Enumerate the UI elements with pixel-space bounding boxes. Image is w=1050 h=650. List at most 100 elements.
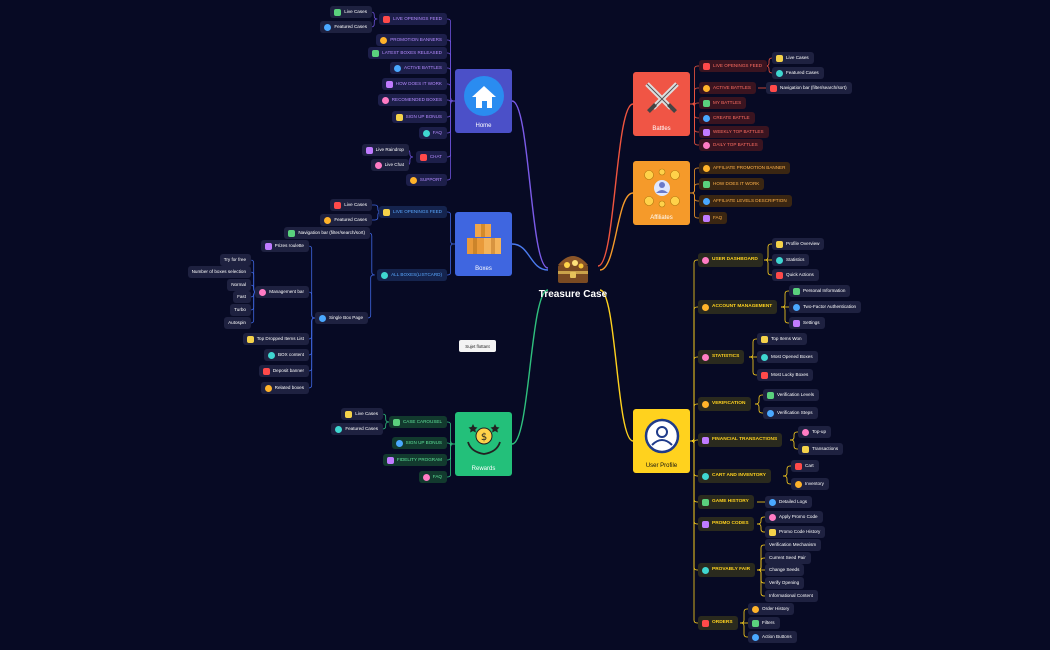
boxes-all-boxes[interactable]: ALL BOXES(LISTCARD) bbox=[377, 269, 447, 281]
boxes-prizes-roulette[interactable]: Prizes roulette bbox=[260, 240, 309, 252]
affiliates-levels-description[interactable]: AFFILIATE LEVELS DESCRIPTION bbox=[699, 195, 792, 207]
profile-financial-transactions[interactable]: FINANCIAL TRANSACTIONS bbox=[698, 433, 783, 447]
boxes-management-option[interactable]: Autospin bbox=[224, 317, 251, 329]
home-faq[interactable]: FAQ bbox=[418, 127, 447, 139]
profile-user-dashboard-item[interactable]: Profile Overview bbox=[772, 238, 825, 250]
battles-active-battles[interactable]: ACTIVE BATTLES bbox=[699, 82, 756, 94]
profile-financial-transactions-item[interactable]: Transactions bbox=[798, 443, 844, 455]
item-icon bbox=[381, 96, 389, 104]
home-promotion-banners[interactable]: PROMOTION BANNERS bbox=[376, 34, 447, 46]
home-recomended-boxes[interactable]: RECOMENDED BOXES bbox=[377, 94, 447, 106]
home-live-chat[interactable]: Live Chat bbox=[370, 159, 409, 171]
affiliates-how-does-it-work[interactable]: HOW DOES IT WORK bbox=[699, 178, 765, 190]
boxes-top-dropped-items[interactable]: Top Dropped Items List bbox=[242, 333, 309, 345]
profile-provably-fair-item[interactable]: Change Seeds bbox=[765, 564, 805, 576]
boxes-related-boxes[interactable]: Related boxes bbox=[260, 382, 309, 394]
profile-account-management[interactable]: ACCOUNT MANAGEMENT bbox=[698, 300, 778, 314]
profile-user-dashboard-item[interactable]: Quick Actions bbox=[772, 269, 819, 281]
hub-rewards[interactable]: $Rewards bbox=[455, 412, 512, 476]
home-how-does-it-work[interactable]: HOW DOES IT WORK bbox=[381, 78, 447, 90]
battles-my-battles[interactable]: MY BATTLES bbox=[699, 97, 747, 109]
home-live-openings-feed[interactable]: LIVE OPENINGS FEED bbox=[378, 13, 447, 25]
rewards-featured-cases[interactable]: Featured Cases bbox=[331, 423, 383, 435]
rewards-case-carousel[interactable]: CASE CAROUSEL bbox=[388, 416, 447, 428]
battles-weekly-top[interactable]: WEEKLY TOP BATTLES bbox=[699, 126, 769, 138]
profile-cart-and-inventory-item[interactable]: Cart bbox=[791, 460, 819, 472]
battles-featured-cases[interactable]: Featured Cases bbox=[772, 67, 824, 79]
boxes-live-openings-feed[interactable]: LIVE OPENINGS FEED bbox=[378, 206, 447, 218]
profile-cart-and-inventory-item-label: Cart bbox=[805, 463, 814, 468]
profile-user-dashboard-item[interactable]: Statistics bbox=[772, 254, 810, 266]
boxes-management-option[interactable]: Turbo bbox=[230, 304, 251, 316]
rewards-live-cases[interactable]: Live Cases bbox=[341, 408, 383, 420]
profile-provably-fair-item[interactable]: Verification Mechanism bbox=[765, 539, 822, 551]
item-icon bbox=[394, 64, 402, 72]
boxes-management-option[interactable]: Normal bbox=[227, 279, 251, 291]
profile-orders[interactable]: ORDERS bbox=[698, 616, 738, 630]
profile-orders-item[interactable]: Filters bbox=[748, 617, 780, 629]
floating-topic[interactable]: Sujet flottant bbox=[459, 340, 496, 352]
rewards-fidelity-program[interactable]: FIDELITY PROGRAM bbox=[382, 454, 447, 466]
affiliates-faq[interactable]: FAQ bbox=[699, 212, 728, 224]
profile-game-history[interactable]: GAME HISTORY bbox=[698, 495, 754, 509]
hub-user-profile[interactable]: User Profile bbox=[633, 409, 690, 473]
profile-account-management-item[interactable]: Two-Factor Authentication bbox=[789, 301, 862, 313]
rewards-faq[interactable]: FAQ bbox=[418, 471, 447, 483]
battles-daily-top[interactable]: DAILY TOP BATTLES bbox=[699, 139, 763, 151]
battles-navigation-bar[interactable]: Navigation bar (filter/search/sort) bbox=[766, 82, 852, 94]
home-featured-cases[interactable]: Featured Cases bbox=[320, 21, 372, 33]
home-sign-up-bonus[interactable]: SIGN UP BONUS bbox=[391, 111, 447, 123]
home-active-battles[interactable]: ACTIVE BATTLES bbox=[390, 62, 447, 74]
central-topic[interactable]: Treasure Case bbox=[536, 243, 610, 303]
profile-orders-item[interactable]: Action Buttons bbox=[748, 631, 797, 643]
affiliates-promotion-banner[interactable]: AFFILIATE PROMOTION BANNER bbox=[699, 162, 791, 174]
profile-statistics-item[interactable]: Most Opened Boxes bbox=[757, 351, 818, 363]
battles-live-openings-feed[interactable]: LIVE OPENINGS FEED bbox=[699, 60, 768, 72]
boxes-management-bar[interactable]: Management bar bbox=[255, 286, 309, 298]
profile-statistics-item[interactable]: Most Lucky Boxes bbox=[757, 369, 814, 381]
battles-create-battle[interactable]: CREATE BATTLE bbox=[699, 112, 755, 124]
profile-statistics[interactable]: STATISTICS bbox=[698, 350, 745, 364]
profile-user-dashboard[interactable]: USER DASHBOARD bbox=[698, 253, 763, 267]
profile-orders-item[interactable]: Order History bbox=[748, 603, 795, 615]
connector bbox=[757, 557, 765, 571]
profile-statistics-item[interactable]: Top Items Won bbox=[757, 333, 807, 345]
profile-account-management-item[interactable]: Settings bbox=[789, 317, 825, 329]
profile-promo-codes-item[interactable]: Promo Code History bbox=[765, 526, 826, 538]
profile-financial-transactions-item[interactable]: Top-up bbox=[798, 426, 832, 438]
boxes-navigation-bar[interactable]: Navigation bar (filter/search/sort) bbox=[284, 227, 370, 239]
profile-account-management-item[interactable]: Personal Information bbox=[789, 285, 851, 297]
hub-home[interactable]: Home bbox=[455, 69, 512, 133]
profile-verification-item[interactable]: Verification Steps bbox=[763, 407, 818, 419]
boxes-management-option[interactable]: Try for free bbox=[219, 254, 251, 266]
boxes-featured-cases[interactable]: Featured Cases bbox=[320, 214, 372, 226]
profile-game-history-item[interactable]: Detailed Logs bbox=[765, 496, 813, 508]
profile-cart-and-inventory-item[interactable]: Inventory bbox=[791, 478, 829, 490]
home-latest-boxes-released[interactable]: LATEST BOXES RELEASED bbox=[368, 47, 447, 59]
profile-cart-and-inventory[interactable]: CART AND INVENTORY bbox=[698, 469, 771, 483]
boxes-management-option[interactable]: Number of boxes selection bbox=[187, 266, 251, 278]
profile-promo-codes-item[interactable]: Apply Promo Code bbox=[765, 511, 823, 523]
hub-affiliates[interactable]: Affiliates bbox=[633, 161, 690, 225]
battles-live-cases[interactable]: Live Cases bbox=[772, 52, 814, 64]
home-chat[interactable]: CHAT bbox=[415, 151, 447, 163]
profile-promo-codes[interactable]: PROMO CODES bbox=[698, 517, 754, 531]
profile-provably-fair[interactable]: PROVABLY FAIR bbox=[698, 563, 756, 577]
rewards-sign-up-bonus[interactable]: SIGN UP BONUS bbox=[391, 437, 447, 449]
profile-provably-fair-item[interactable]: Current Seed Pair bbox=[765, 552, 811, 564]
boxes-box-content[interactable]: BOX content bbox=[263, 349, 309, 361]
profile-verification[interactable]: VERIFICATION bbox=[698, 397, 751, 411]
profile-provably-fair-item[interactable]: Verify Opening bbox=[765, 577, 805, 589]
hub-battles[interactable]: Battles bbox=[633, 72, 690, 136]
home-support[interactable]: SUPPORT bbox=[405, 174, 447, 186]
boxes-deposit-banner[interactable]: Deposit banner bbox=[258, 365, 309, 377]
profile-provably-fair-item[interactable]: Informational Content bbox=[765, 590, 818, 602]
boxes-live-cases[interactable]: Live Cases bbox=[330, 199, 372, 211]
home-live-raindrop[interactable]: Live Raindrop bbox=[361, 144, 409, 156]
profile-verification-item[interactable]: Verification Levels bbox=[763, 389, 820, 401]
home-live-cases[interactable]: Live Cases bbox=[330, 6, 372, 18]
boxes-management-option[interactable]: Fast bbox=[233, 291, 251, 303]
hub-boxes[interactable]: Boxes bbox=[455, 212, 512, 276]
boxes-single-box-page[interactable]: Single Box Page bbox=[315, 312, 368, 324]
